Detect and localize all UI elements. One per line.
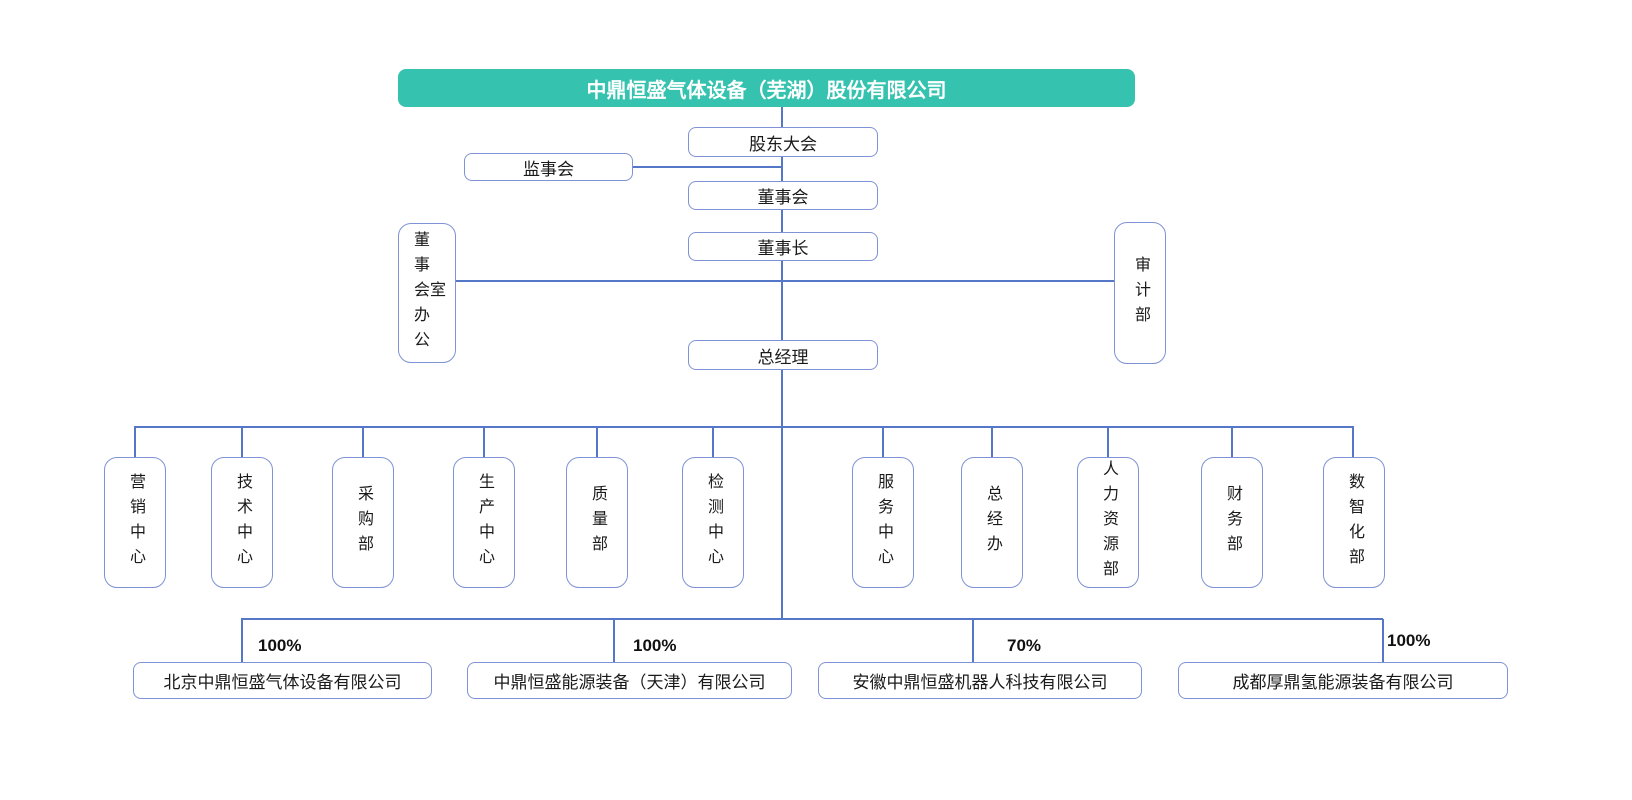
gm-office-node[interactable]: 总经办 [961, 457, 1023, 588]
supervisory-board-label: 监事会 [523, 159, 574, 179]
general-manager-label: 总经理 [757, 347, 809, 367]
procurement-dept-node[interactable]: 采购部 [332, 457, 394, 588]
board-of-directors-node[interactable]: 董事会 [688, 181, 878, 210]
procurement-dept-label: 采购部 [355, 485, 372, 560]
quality-dept-node[interactable]: 质量部 [566, 457, 628, 588]
connector-drop-technology [241, 427, 243, 457]
service-center-node[interactable]: 服务中心 [852, 457, 914, 588]
hr-dept-label: 人力资源部 [1100, 460, 1117, 585]
audit-department-label: 审计部 [1132, 255, 1149, 331]
ownership-label-tianjin: 100% [633, 636, 677, 655]
company-root-node[interactable]: 中鼎恒盛气体设备（芜湖）股份有限公司 [398, 69, 1135, 107]
digital-intelligence-dept-label: 数智化部 [1346, 472, 1363, 573]
subsidiary-node-tianjin[interactable]: 中鼎恒盛能源装备（天津）有限公司 [467, 662, 792, 699]
marketing-center-node[interactable]: 营销中心 [104, 457, 166, 588]
technology-center-node[interactable]: 技术中心 [211, 457, 273, 588]
ownership-label-beijing: 100% [258, 636, 302, 655]
connector-drop-quality [596, 427, 598, 457]
audit-department-node[interactable]: 审计部 [1114, 222, 1166, 364]
subsidiary-node-chengdu[interactable]: 成都厚鼎氢能源装备有限公司 [1178, 662, 1508, 699]
connector-drop-subsidiary-tianjin [613, 619, 615, 662]
connector-drop-subsidiary-anhui [972, 619, 974, 662]
company-title-text: 中鼎恒盛气体设备（芜湖）股份有限公司 [586, 79, 947, 102]
gm-office-label: 总经办 [984, 485, 1001, 560]
shareholders-meeting-node[interactable]: 股东大会 [688, 127, 878, 157]
ownership-label-anhui: 70% [1007, 636, 1042, 655]
connector-chairman-to-gm [781, 261, 783, 340]
testing-center-label: 检测中心 [705, 472, 722, 573]
connector-drop-marketing [134, 427, 136, 457]
connector-drop-gm-office [991, 427, 993, 457]
hr-dept-node[interactable]: 人力资源部 [1077, 457, 1139, 588]
subsidiary-node-beijing[interactable]: 北京中鼎恒盛气体设备有限公司 [133, 662, 432, 699]
production-center-label: 生产中心 [476, 472, 493, 573]
connector-drop-hr [1107, 427, 1109, 457]
connector-drop-subsidiary-beijing [241, 619, 243, 662]
board-of-directors-label: 董事会 [757, 188, 809, 207]
connector-shareholders-to-board [781, 156, 783, 181]
connector-drop-testing [712, 427, 714, 457]
connector-drop-procurement [362, 427, 364, 457]
connector-board-to-chairman [781, 210, 783, 232]
board-office-label: 董事会办公室 [411, 230, 444, 356]
quality-dept-label: 质量部 [589, 485, 606, 560]
connector-gm-spine [781, 370, 783, 619]
digital-intelligence-dept-node[interactable]: 数智化部 [1323, 457, 1385, 588]
connector-board-office [456, 280, 782, 282]
marketing-center-label: 营销中心 [127, 472, 144, 573]
connector-audit-department [782, 280, 1114, 282]
ownership-label-chengdu: 100% [1387, 631, 1431, 650]
connector-drop-production [483, 427, 485, 457]
finance-dept-label: 财务部 [1224, 485, 1241, 560]
connector-drop-digital [1352, 427, 1354, 457]
connector-subsidiary-branch [241, 618, 1383, 620]
subsidiary-node-anhui[interactable]: 安徽中鼎恒盛机器人科技有限公司 [818, 662, 1142, 699]
connector-department-branch [134, 426, 1354, 428]
finance-dept-node[interactable]: 财务部 [1201, 457, 1263, 588]
connector-supervisory-board [633, 166, 782, 168]
board-office-node[interactable]: 董事会办公室 [398, 223, 456, 363]
subsidiary-name-tianjin: 中鼎恒盛能源装备（天津）有限公司 [493, 673, 766, 692]
general-manager-node[interactable]: 总经理 [688, 340, 878, 370]
subsidiary-name-chengdu: 成都厚鼎氢能源装备有限公司 [1232, 673, 1454, 692]
connector-drop-service [882, 427, 884, 457]
service-center-label: 服务中心 [875, 472, 892, 573]
chairman-node[interactable]: 董事长 [688, 232, 878, 261]
production-center-node[interactable]: 生产中心 [453, 457, 515, 588]
subsidiary-name-beijing: 北京中鼎恒盛气体设备有限公司 [163, 673, 402, 692]
supervisory-board-node[interactable]: 监事会 [464, 153, 633, 181]
technology-center-label: 技术中心 [234, 472, 251, 573]
chairman-label: 董事长 [757, 239, 809, 258]
testing-center-node[interactable]: 检测中心 [682, 457, 744, 588]
connector-drop-finance [1231, 427, 1233, 457]
connector-drop-subsidiary-chengdu [1382, 619, 1384, 662]
subsidiary-name-anhui: 安徽中鼎恒盛机器人科技有限公司 [852, 673, 1108, 692]
connector-title-to-shareholders [781, 107, 783, 127]
shareholders-meeting-label: 股东大会 [749, 134, 817, 154]
